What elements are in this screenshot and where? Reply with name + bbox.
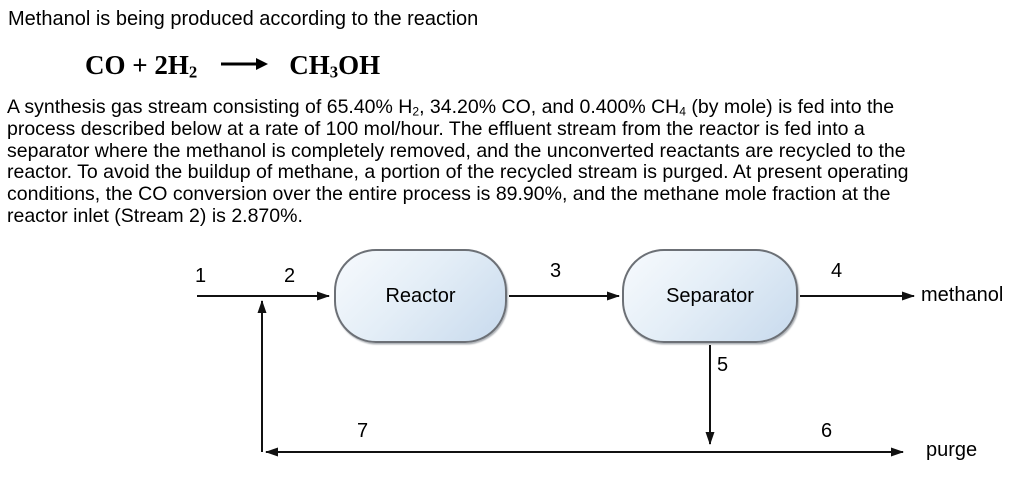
statement-line: separator where the methanol is complete… — [7, 139, 906, 162]
reaction-arrow-icon — [221, 58, 269, 70]
equation-reactants: CO + 2H2 — [85, 50, 198, 82]
stream-2-label: 2 — [284, 265, 296, 287]
purge-stream-label: purge — [926, 439, 978, 461]
stream-4-label: 4 — [831, 260, 843, 282]
stream-1-label: 1 — [195, 265, 207, 287]
statement-line: process described below at a rate of 100… — [7, 117, 865, 140]
stream-6-label: 6 — [821, 420, 833, 442]
methanol-stream-label: methanol — [921, 284, 1004, 306]
statement-line: reactor inlet (Stream 2) is 2.870%. — [7, 204, 303, 227]
separator-label: Separator — [666, 284, 754, 307]
statement-line: reactor. To avoid the buildup of methane… — [7, 161, 909, 184]
problem-statement: A synthesis gas stream consisting of 65.… — [7, 96, 909, 228]
statement-line: A synthesis gas stream consisting of 65.… — [7, 96, 895, 119]
statement-line: conditions, the CO conversion over the e… — [7, 183, 891, 206]
reaction-equation: CO + 2H2 CH3OH — [85, 50, 380, 81]
intro-text: Methanol is being produced according to … — [8, 8, 479, 30]
reactor-unit: Reactor — [334, 249, 507, 343]
stream-7-label: 7 — [357, 420, 369, 442]
stream-5-label: 5 — [717, 354, 729, 376]
equation-product: CH3OH — [289, 50, 381, 82]
separator-unit: Separator — [622, 249, 798, 343]
stream-3-label: 3 — [550, 260, 562, 282]
reactor-label: Reactor — [385, 284, 456, 307]
